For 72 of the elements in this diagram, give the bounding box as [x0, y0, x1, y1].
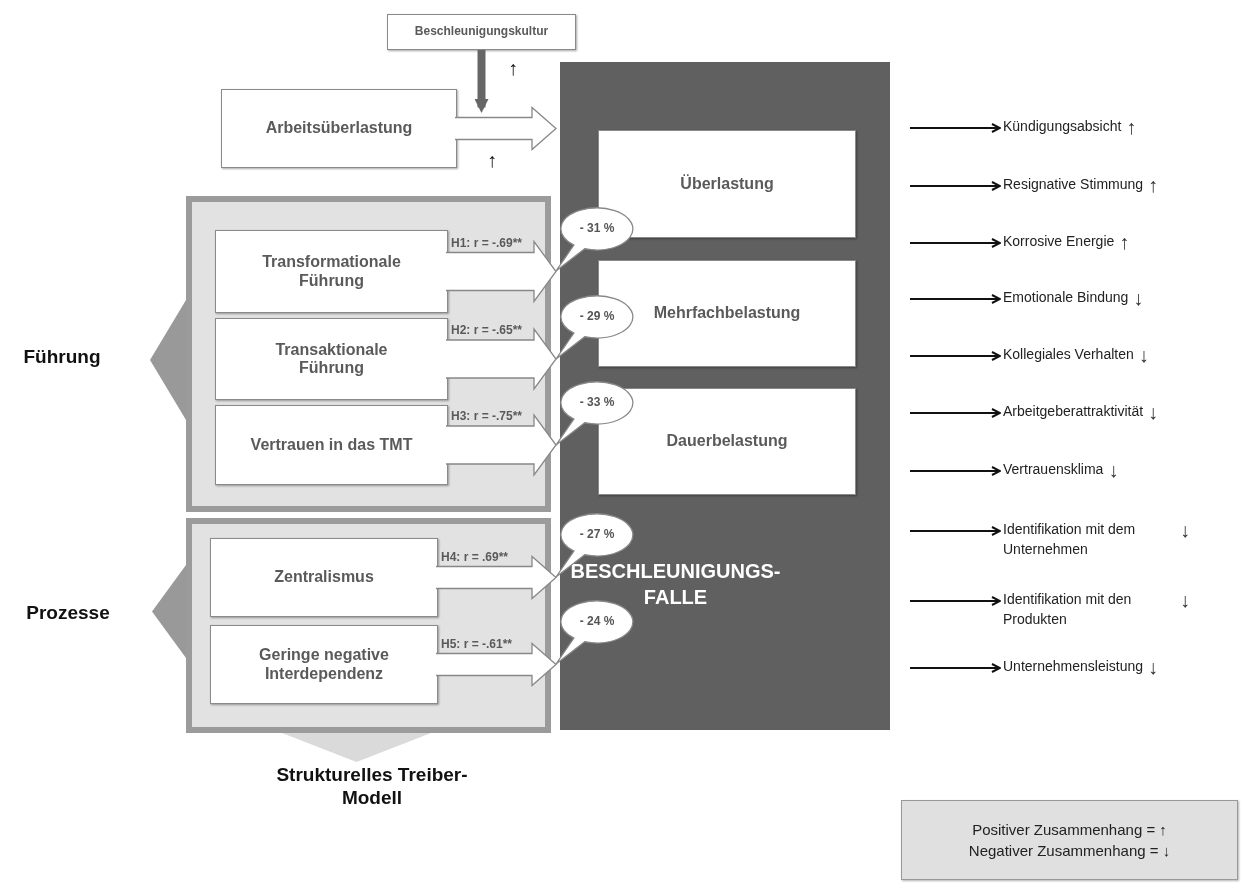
- outcome-label: Vertrauensklima: [1003, 460, 1104, 479]
- factor-box: [215, 230, 448, 313]
- trend-arrow: ↓: [1180, 520, 1190, 540]
- box-label: Überlastung: [680, 174, 774, 194]
- box-label: Transformationale Führung: [261, 253, 402, 290]
- arrow: [909, 123, 1001, 133]
- outcome-label: Kündigungsabsicht: [1003, 117, 1122, 136]
- legend-text: Negativer Zusammenhang = ↓: [968, 842, 1171, 859]
- factor-box: [210, 538, 438, 617]
- outcome-label: Kollegiales Verhalten: [1003, 345, 1134, 364]
- block-arrow: [454, 106, 557, 151]
- box-label: Zentralismus: [274, 568, 374, 587]
- block-arrow: [445, 327, 557, 391]
- block-arrow: [435, 555, 557, 600]
- box-label: Geringe negative Interdependenz: [258, 646, 390, 683]
- bubble-label: - 31 %: [578, 221, 616, 235]
- arrow: [909, 663, 1001, 673]
- trend-arrow: ↓: [1108, 460, 1119, 480]
- bubble-label: - 29 %: [578, 309, 616, 323]
- box-label: Beschleunigungskultur: [414, 25, 549, 39]
- bubble-label: - 27 %: [578, 527, 616, 541]
- arrow: [909, 238, 1001, 248]
- outcome-label: Unternehmensleistung: [1003, 657, 1144, 676]
- outcome-label: Resignative Stimmung: [1003, 175, 1144, 194]
- factor-box: [215, 318, 448, 400]
- box-label: Arbeitsüberlastung: [265, 119, 413, 138]
- arrow: [909, 596, 1001, 606]
- group-panel: [186, 518, 551, 733]
- arrow: [909, 526, 1001, 536]
- factor-box: [210, 625, 438, 704]
- arrow: [909, 181, 1001, 191]
- block-arrow: [435, 642, 557, 687]
- box-label: Mehrfachbelastung: [653, 304, 801, 323]
- edge-label: H2: r = -.65**: [450, 323, 524, 337]
- outcome-label: Identifikation mit dem Unternehmen: [1003, 520, 1137, 559]
- block-arrow: [445, 413, 557, 477]
- trend-arrow: ↑: [1148, 175, 1159, 195]
- bubble-label: - 33 %: [578, 395, 616, 409]
- trend-arrow: ↓: [1148, 402, 1159, 422]
- factor-box: [215, 405, 448, 485]
- outcome-label: Identifikation mit den Produkten: [1003, 590, 1133, 629]
- bubble-label: - 24 %: [578, 614, 616, 628]
- trend-arrow: ↑: [507, 56, 519, 80]
- trend-arrow: ↓: [1180, 590, 1190, 610]
- arrow: [909, 351, 1001, 361]
- trend-arrow: ↓: [1138, 345, 1149, 365]
- outcome-label: Korrosive Energie: [1003, 232, 1115, 251]
- legend-text: Positiver Zusammenhang = ↑: [972, 821, 1167, 838]
- box-label: Vertrauen in das TMT: [250, 435, 413, 455]
- block-arrow: [445, 239, 557, 304]
- arrow: [909, 294, 1001, 304]
- box-label: Transaktionale Führung: [274, 340, 389, 378]
- trend-arrow: ↓: [1148, 657, 1159, 677]
- arrow: [909, 408, 1001, 418]
- edge-label: H3: r = -.75**: [450, 409, 524, 423]
- trap-panel: [560, 62, 890, 730]
- factor-box: [221, 89, 457, 168]
- arrow: [474, 50, 489, 114]
- trend-arrow: ↑: [1126, 117, 1137, 137]
- box-label: Dauerbelastung: [666, 432, 788, 451]
- panel-title: BESCHLEUNIGUNGS- FALLE: [569, 559, 782, 610]
- trend-arrow: ↑: [1119, 232, 1130, 252]
- driver-box: [387, 14, 576, 50]
- trend-arrow: ↑: [486, 148, 498, 172]
- outcome-label: Emotionale Bindung: [1003, 288, 1129, 307]
- outcome-label: Arbeitgeberattraktivität: [1003, 402, 1144, 421]
- group-label: Prozesse: [25, 602, 111, 625]
- trend-arrow: ↓: [1133, 288, 1144, 308]
- model-caption: Strukturelles Treiber- Modell: [275, 764, 469, 810]
- factor-box: [598, 130, 856, 238]
- group-label: Führung: [22, 346, 102, 369]
- arrow: [909, 466, 1001, 476]
